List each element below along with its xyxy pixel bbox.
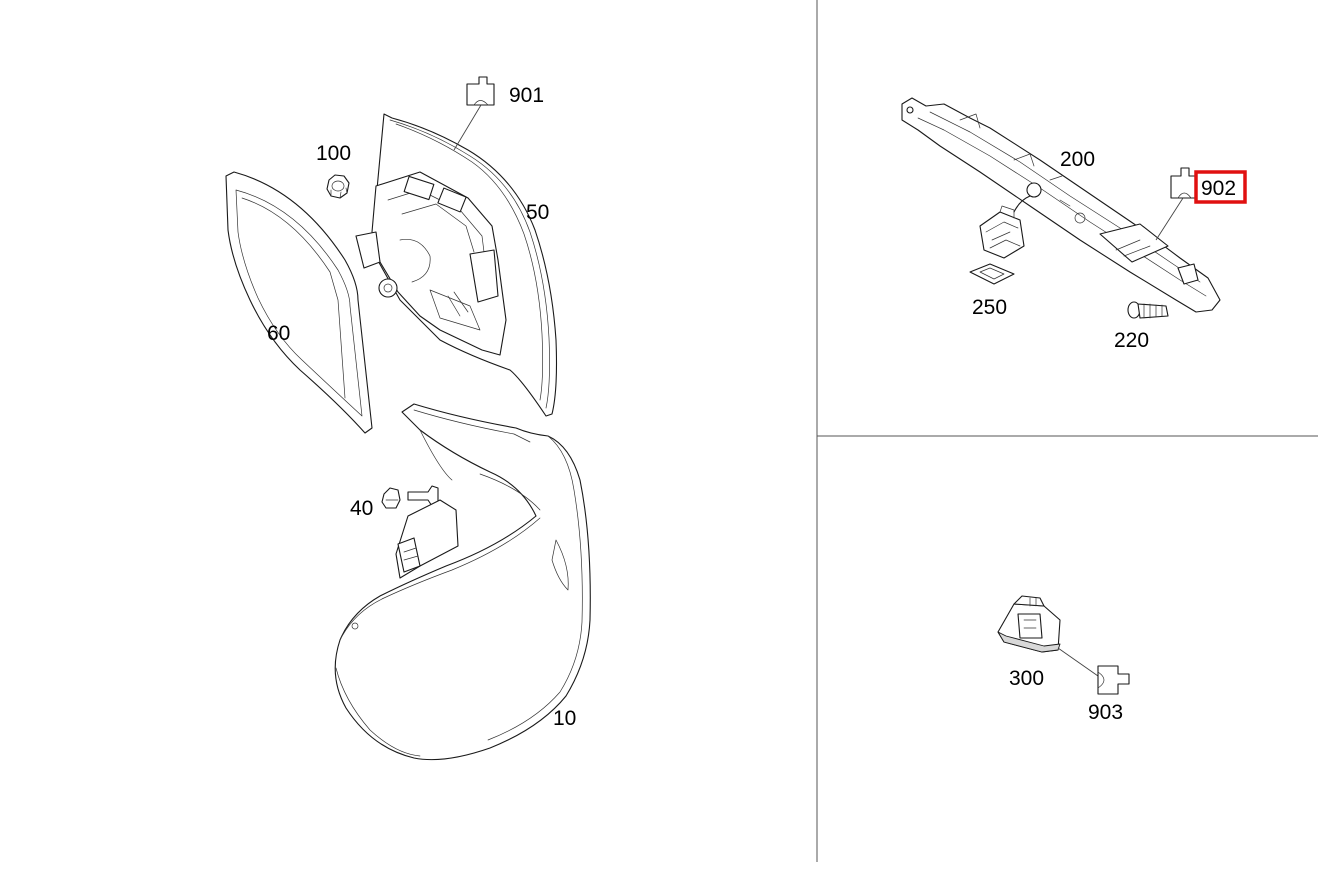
part-60-gasket[interactable] bbox=[225, 171, 373, 434]
leader-901 bbox=[453, 104, 482, 151]
label-901: 901 bbox=[509, 84, 544, 107]
part-10-cover[interactable] bbox=[334, 403, 591, 761]
highlight-902 bbox=[1194, 170, 1247, 204]
part-250-seal[interactable] bbox=[969, 263, 1015, 285]
part-50-housing[interactable] bbox=[355, 113, 558, 417]
ref-903-icon[interactable] bbox=[1097, 665, 1130, 695]
label-50: 50 bbox=[526, 201, 549, 224]
ref-902-icon[interactable] bbox=[1170, 167, 1197, 199]
label-40: 40 bbox=[350, 497, 373, 520]
part-100-nut[interactable] bbox=[326, 174, 350, 199]
part-220-screw[interactable] bbox=[1127, 301, 1169, 319]
label-250: 250 bbox=[972, 296, 1007, 319]
label-10: 10 bbox=[553, 707, 576, 730]
part-300-switch[interactable] bbox=[997, 595, 1061, 653]
label-300: 300 bbox=[1009, 667, 1044, 690]
part-40-clip[interactable] bbox=[381, 485, 439, 509]
connector-250[interactable] bbox=[979, 205, 1025, 259]
label-60: 60 bbox=[267, 322, 290, 345]
label-220: 220 bbox=[1114, 329, 1149, 352]
label-100: 100 bbox=[316, 142, 351, 165]
label-200: 200 bbox=[1060, 148, 1095, 171]
part-200-light-strip[interactable] bbox=[901, 97, 1221, 313]
ref-901-icon[interactable] bbox=[466, 76, 495, 106]
label-902[interactable]: 902 bbox=[1201, 177, 1236, 200]
label-903: 903 bbox=[1088, 701, 1123, 724]
leader-903 bbox=[1057, 647, 1099, 677]
leader-902 bbox=[1155, 197, 1184, 241]
